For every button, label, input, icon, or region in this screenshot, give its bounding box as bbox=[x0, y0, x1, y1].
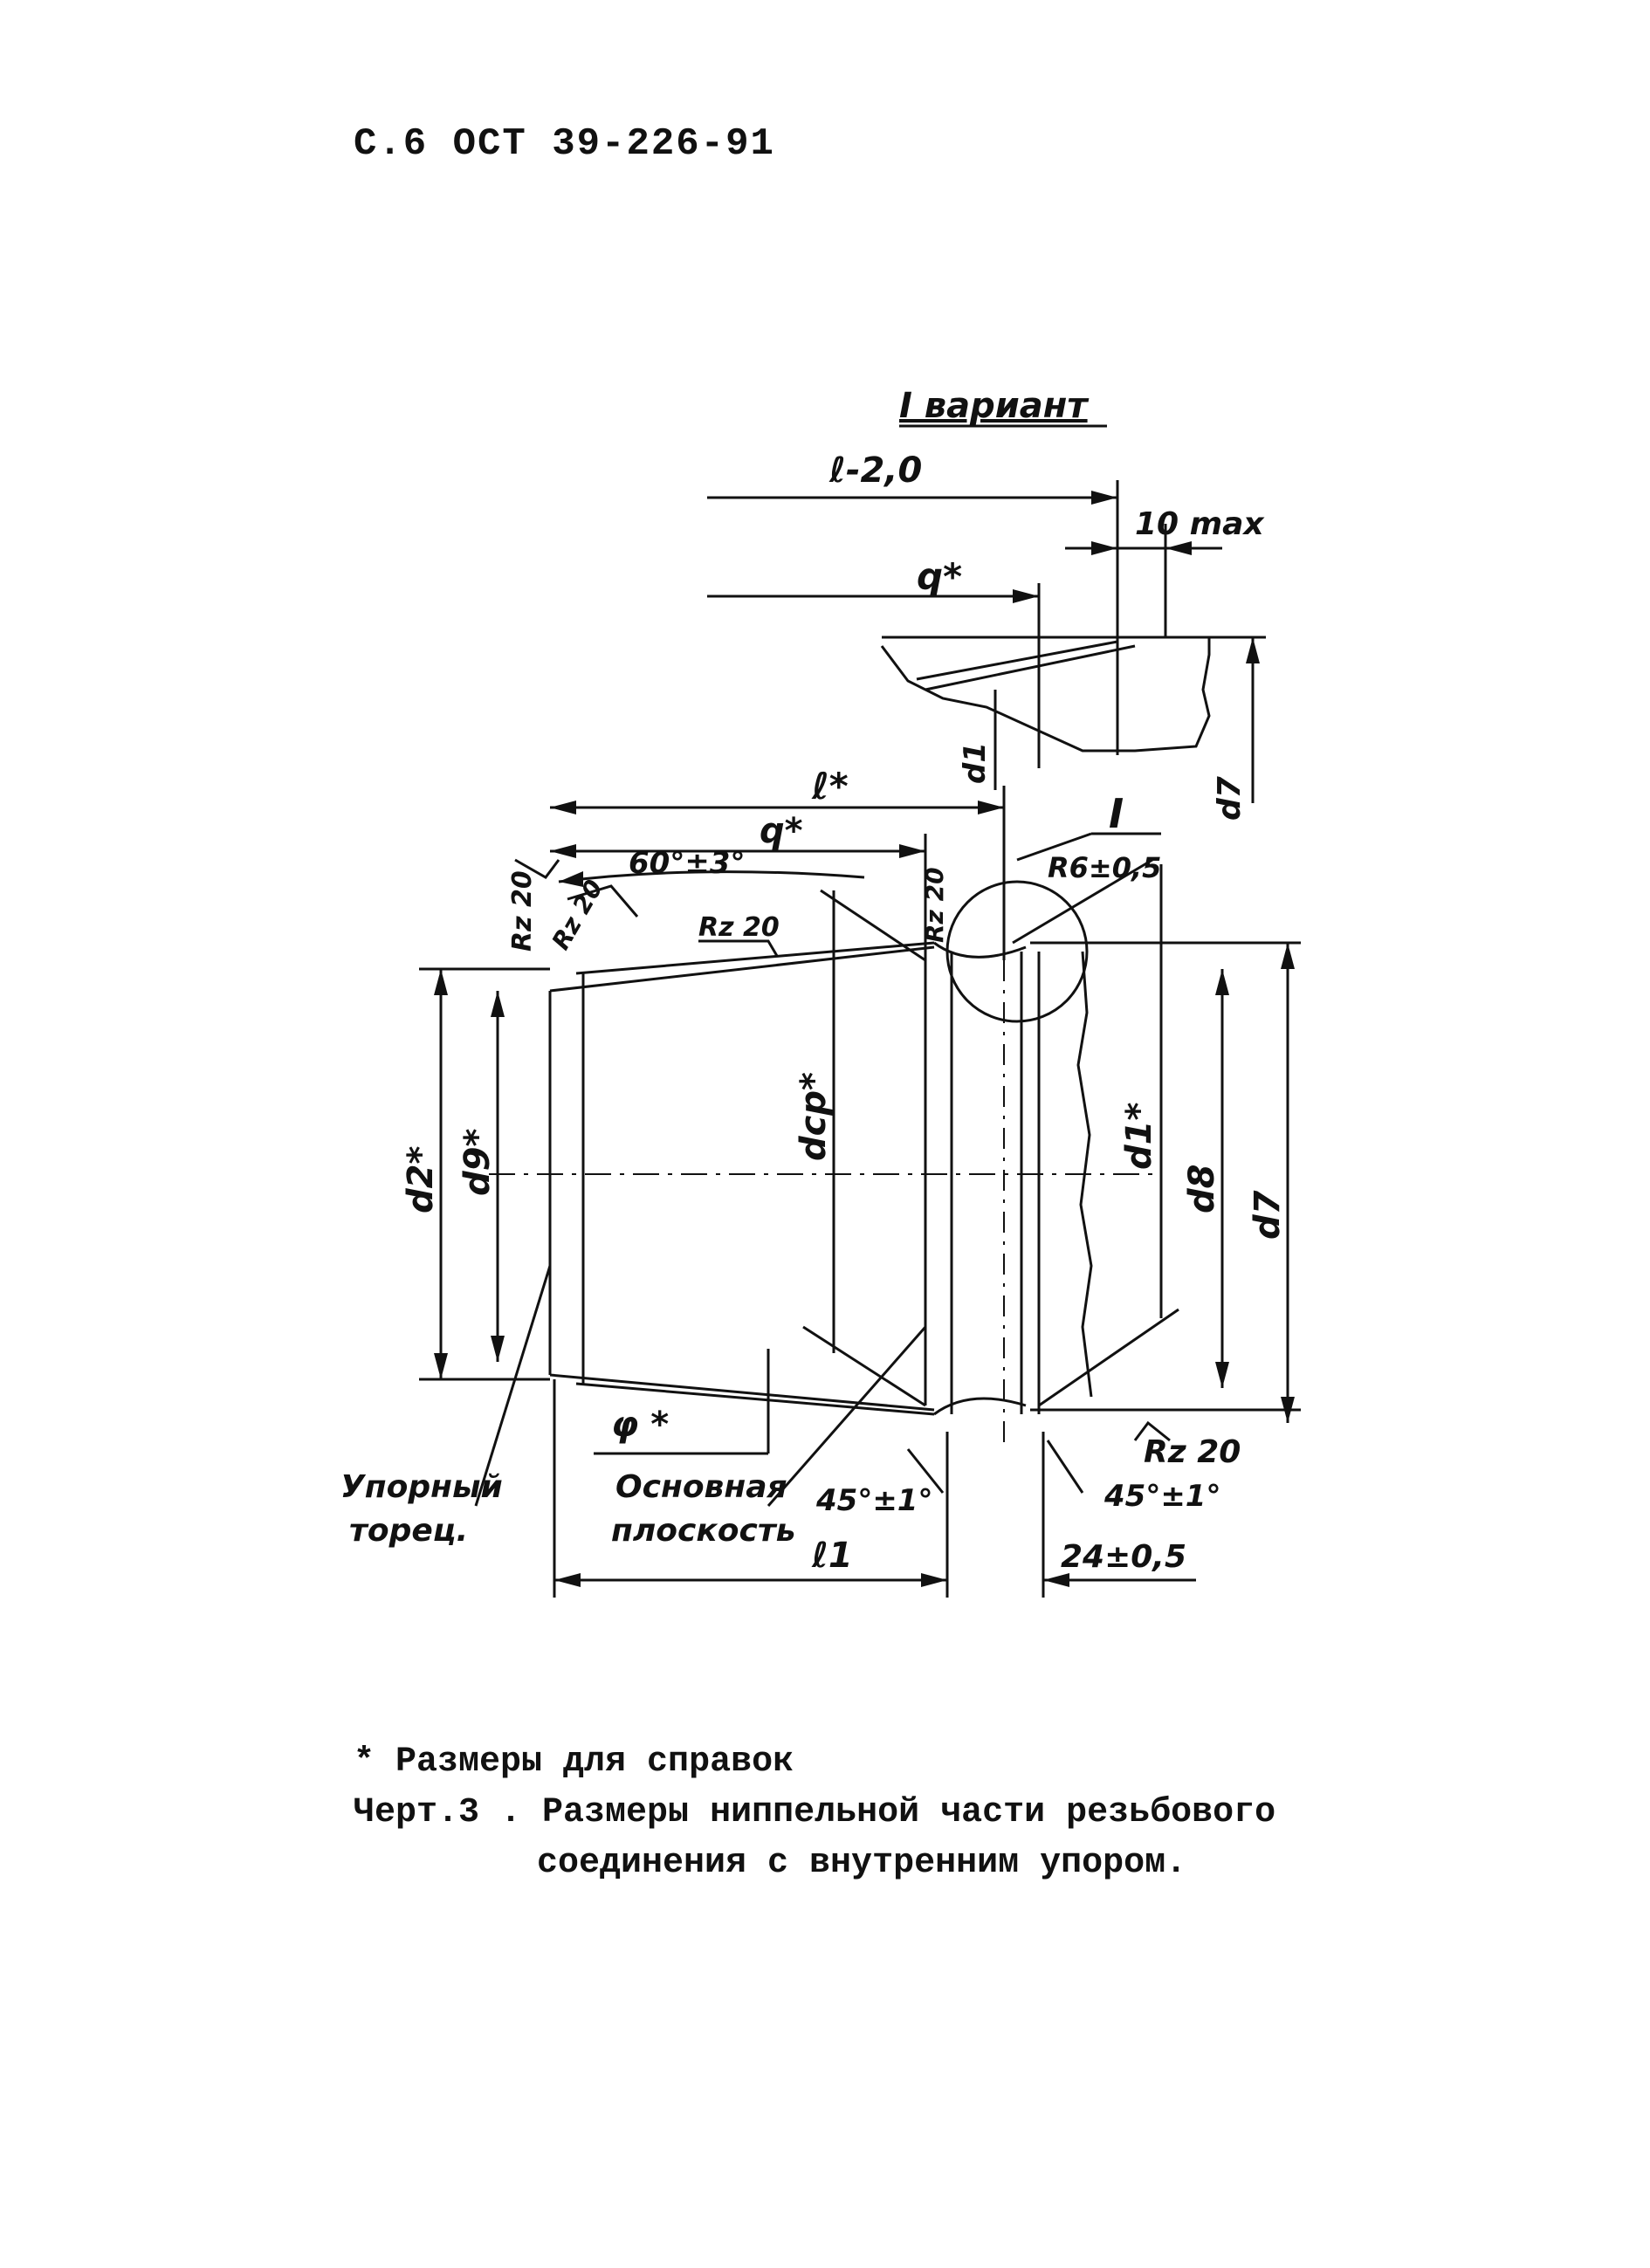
leader-base bbox=[767, 1326, 927, 1507]
label-angle-45-right: 45°±1° bbox=[1103, 1479, 1220, 1514]
rz-mark bbox=[698, 939, 779, 957]
label-d1-star: d1* bbox=[1119, 1103, 1159, 1170]
label-rz20-c: Rz 20 bbox=[698, 912, 780, 943]
leader-45-left bbox=[802, 1325, 926, 1407]
leader-dcp bbox=[820, 889, 926, 962]
arrow bbox=[1215, 1362, 1229, 1388]
label-rz20-d: Rz 20 bbox=[920, 867, 949, 943]
top-view-profile bbox=[880, 637, 1211, 753]
caption-note: * Размеры для справок bbox=[354, 1742, 794, 1782]
angle-arc-45-left bbox=[906, 1448, 945, 1494]
label-thrust-2: торец. bbox=[349, 1513, 468, 1549]
variant-title: I вариант bbox=[899, 386, 1090, 426]
arrow bbox=[550, 844, 576, 858]
page-header: С.6 ОСТ 39-226-91 bbox=[354, 122, 775, 166]
label-d9-star: d9* bbox=[457, 1129, 498, 1196]
arrow bbox=[1281, 943, 1295, 969]
taper-bottom-inner bbox=[575, 1382, 935, 1416]
leader-detail-I bbox=[1016, 832, 1092, 862]
label-phi-star: φ * bbox=[611, 1405, 669, 1445]
label-d2-star: d2* bbox=[401, 1146, 441, 1213]
label-d1-top: d1 bbox=[958, 742, 993, 784]
label-thrust-1: Упорный bbox=[340, 1469, 503, 1505]
rz-mark bbox=[567, 884, 639, 918]
angle-arc-60 bbox=[558, 870, 865, 883]
arrow bbox=[434, 1353, 448, 1379]
label-angle-45-left: 45°±1° bbox=[815, 1483, 932, 1518]
arrow bbox=[434, 969, 448, 995]
leader-r bbox=[1012, 858, 1153, 945]
label-base-2: плоскость bbox=[611, 1513, 795, 1549]
arrow bbox=[1165, 541, 1192, 555]
leader-45-right bbox=[1038, 1308, 1179, 1407]
label-rz20-b: Rz 20 bbox=[546, 875, 608, 954]
arrow bbox=[559, 871, 583, 887]
arrow bbox=[491, 1336, 505, 1362]
label-r-tol: R6±0,5 bbox=[1048, 851, 1161, 884]
arrow bbox=[550, 801, 576, 814]
label-l-tol: ℓ-2,0 bbox=[828, 450, 922, 491]
label-l-star: ℓ* bbox=[811, 765, 849, 808]
label-q-star: q* bbox=[760, 811, 803, 851]
label-q-top: q* bbox=[917, 555, 962, 598]
break-line bbox=[1076, 951, 1093, 1398]
arrow bbox=[1091, 541, 1117, 555]
technical-drawing: I вариант ℓ-2,0 10 max q* d7 d1 ℓ* q* 60… bbox=[340, 386, 1301, 1598]
arrow bbox=[978, 801, 1004, 814]
groove-bottom bbox=[933, 1397, 1027, 1416]
arrow bbox=[1215, 969, 1229, 995]
arrow bbox=[1281, 1397, 1295, 1423]
label-d8: d8 bbox=[1182, 1165, 1222, 1213]
label-d7-top: d7 bbox=[1212, 776, 1248, 821]
arrow bbox=[899, 844, 925, 858]
taper-bottom bbox=[549, 1373, 935, 1412]
label-l1: ℓ1 bbox=[811, 1536, 853, 1576]
caption-line2: соединения с внутренним упором. bbox=[537, 1844, 1187, 1883]
label-dim-24: 24±0,5 bbox=[1061, 1539, 1186, 1575]
arrow bbox=[1013, 589, 1039, 603]
label-base-1: Основная bbox=[615, 1469, 787, 1505]
label-detail-I: I bbox=[1109, 790, 1124, 837]
caption: * Размеры для справок Черт.3 . Размеры н… bbox=[354, 1737, 1275, 1889]
angle-arc-45-right bbox=[1046, 1440, 1084, 1494]
label-rz20-a: Rz 20 bbox=[507, 870, 538, 952]
taper-top bbox=[549, 945, 935, 993]
taper-top-inner bbox=[575, 941, 935, 975]
rz-mark bbox=[514, 858, 560, 879]
rz-mark bbox=[1133, 1420, 1171, 1442]
label-10max: 10 max bbox=[1135, 506, 1265, 542]
arrow bbox=[1043, 1573, 1069, 1587]
label-dcp-star: dср* bbox=[794, 1072, 834, 1161]
arrow bbox=[921, 1573, 947, 1587]
caption-line1: Черт.3 . Размеры ниппельной части резьбо… bbox=[354, 1793, 1276, 1832]
top-view-thread bbox=[925, 644, 1136, 691]
arrow bbox=[1091, 491, 1117, 505]
groove-top bbox=[933, 941, 1027, 959]
top-view-thread bbox=[916, 640, 1118, 681]
arrow bbox=[554, 1573, 581, 1587]
arrow bbox=[491, 991, 505, 1017]
arrow bbox=[1246, 637, 1260, 663]
label-d7: d7 bbox=[1248, 1190, 1288, 1240]
label-rz20-e: Rz 20 bbox=[1144, 1434, 1241, 1470]
leader-thrust bbox=[474, 1265, 552, 1507]
label-angle-60: 60°±3° bbox=[629, 846, 745, 881]
